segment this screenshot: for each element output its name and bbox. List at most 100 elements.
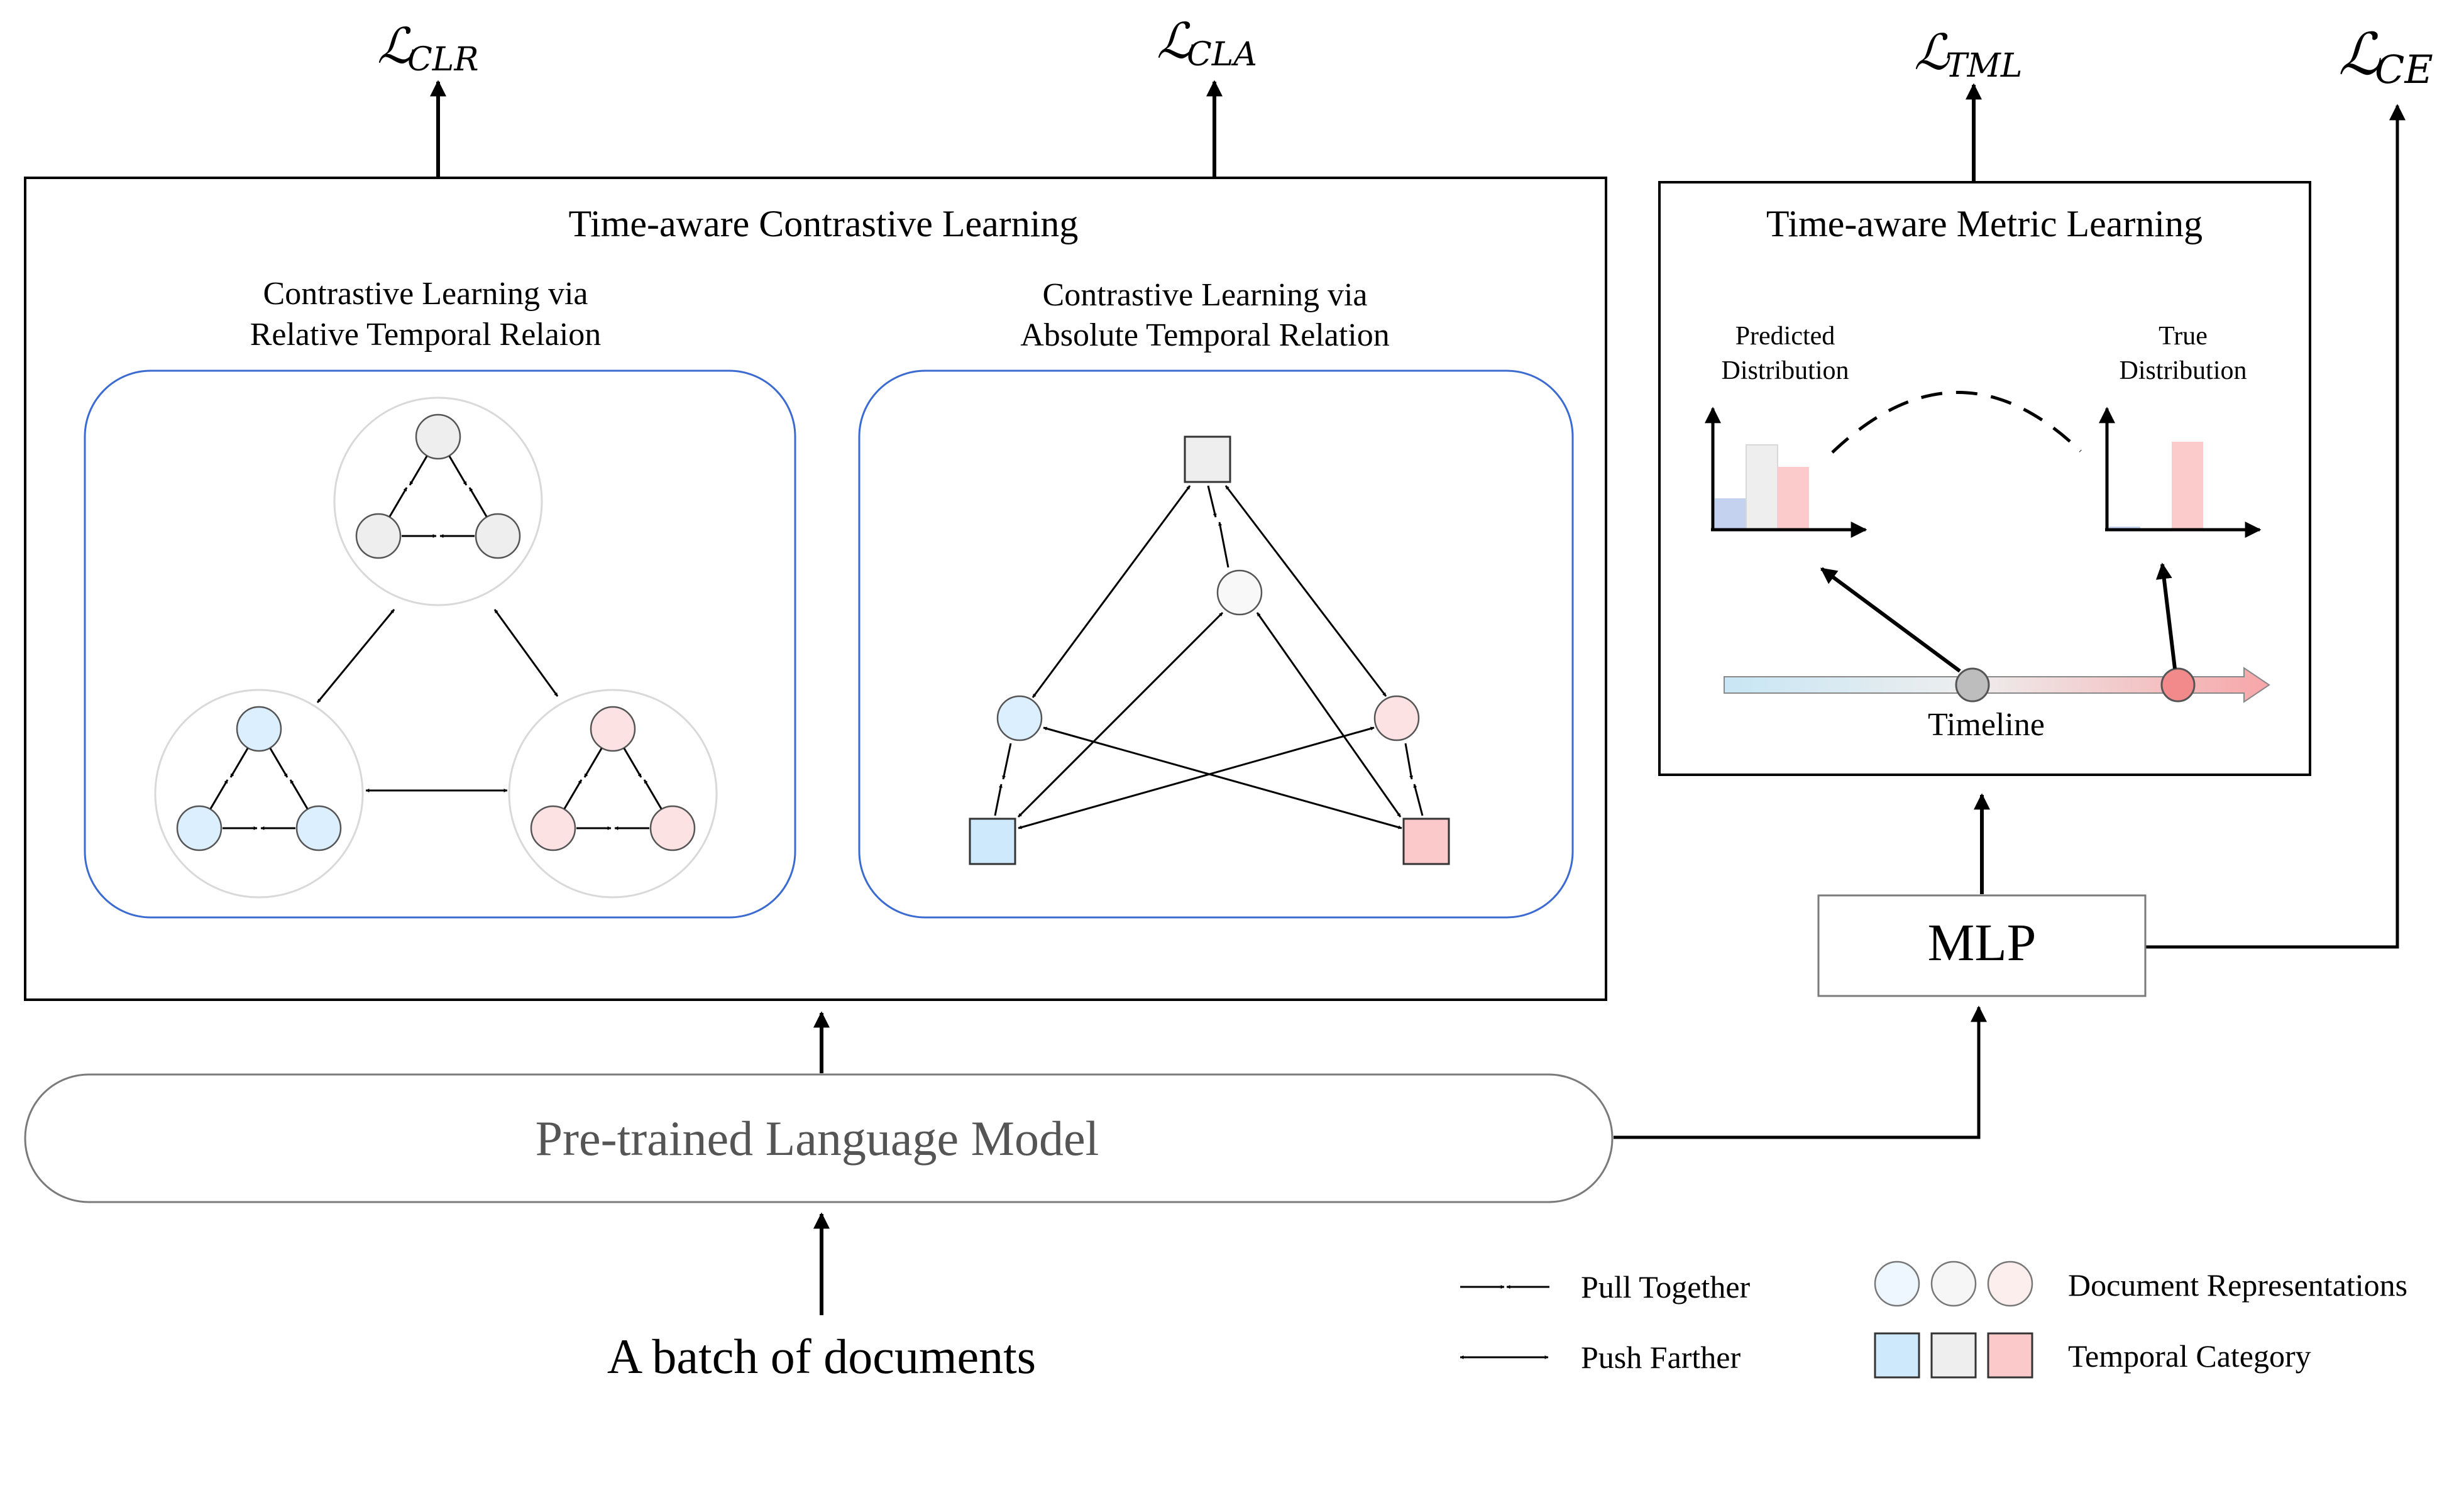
- legend-doc-gray: [1930, 1261, 1977, 1307]
- predicted-label-line2: Distribution: [1721, 356, 1849, 385]
- plm-box: [24, 1073, 1614, 1203]
- pull-arrow: [583, 748, 603, 778]
- legend: Pull Together Push Farther Document Repr…: [1460, 1261, 2407, 1379]
- doc-node: [355, 513, 402, 559]
- arrow-to-predicted: [1820, 567, 1961, 673]
- cluster-ring: [333, 396, 543, 606]
- pull-arrow: [448, 456, 468, 486]
- doc-node: [176, 805, 223, 851]
- legend-doc-red: [1987, 1261, 2033, 1307]
- loss-cla: ℒ CLA: [1157, 13, 1257, 74]
- arrow-mlp-to-ce: [2137, 104, 2406, 949]
- bar-blue: [1715, 498, 1746, 530]
- pull-arrow: [289, 779, 309, 809]
- metric-title: Time-aware Metric Learning: [1766, 203, 2203, 244]
- bar-red: [2172, 442, 2203, 530]
- true-label-line1: True: [2159, 322, 2208, 351]
- absolute-subtitle-line2: Absolute Temporal Relation: [1020, 317, 1390, 353]
- temporal-category-gray: [1184, 435, 1231, 483]
- predicted-label-line1: Predicted: [1735, 322, 1835, 351]
- relative-cluster-blue: [154, 689, 364, 899]
- push-arrow: [1031, 485, 1191, 698]
- predicted-time-point: [1955, 667, 1990, 703]
- relative-panel: [84, 369, 796, 919]
- legend-temporal-label: Temporal Category: [2068, 1338, 2311, 1374]
- true-distribution-chart: [2099, 407, 2262, 538]
- relative-subtitle-line1: Contrastive Learning via: [263, 276, 588, 312]
- doc-node: [649, 805, 696, 851]
- absolute-subtitle-line1: Contrastive Learning via: [1043, 277, 1368, 313]
- bar-red: [1778, 467, 1809, 530]
- push-arrow: [316, 609, 395, 703]
- plm-label: Pre-trained Language Model: [536, 1111, 1099, 1166]
- doc-node: [415, 413, 461, 460]
- doc-node: [236, 706, 282, 752]
- pull-arrow: [643, 779, 663, 809]
- loss-tml-symbol: ℒ: [1914, 25, 1950, 81]
- pull-arrow: [388, 487, 408, 517]
- loss-ce-symbol: ℒ: [2338, 21, 2381, 88]
- relative-cluster-red: [508, 689, 718, 899]
- doc-node-red: [1373, 695, 1420, 741]
- timeline-arrow: [1724, 667, 2270, 703]
- legend-cat-blue: [1874, 1332, 1920, 1379]
- relative-cluster-gray: [333, 396, 543, 606]
- mlp-box: [1817, 894, 2147, 997]
- true-time-point: [2160, 667, 2196, 703]
- doc-node: [590, 706, 636, 752]
- doc-node: [530, 805, 576, 851]
- loss-tml-sub: TML: [1945, 47, 2022, 85]
- legend-cat-red: [1987, 1332, 2033, 1379]
- pull-arrow: [229, 748, 249, 778]
- pull-arrow: [468, 487, 488, 517]
- legend-doc-label: Document Representations: [2068, 1267, 2407, 1303]
- legend-doc-blue: [1874, 1261, 1920, 1307]
- arrow-plm-to-mlp: [1614, 1005, 1987, 1139]
- push-arrow: [1017, 611, 1224, 818]
- loss-clr-sub: CLR: [407, 41, 478, 79]
- doc-node-gray: [1216, 569, 1263, 616]
- metric-box: [1658, 181, 2311, 776]
- mlp-label: MLP: [1928, 914, 2037, 972]
- distribution-distance-arc: [1831, 391, 2082, 454]
- legend-cat-gray: [1930, 1332, 1977, 1379]
- pull-arrow: [1002, 743, 1012, 780]
- temporal-category-red: [1402, 818, 1450, 865]
- contrastive-box: [24, 177, 1607, 1001]
- pull-arrow: [1218, 522, 1229, 568]
- loss-ce: ℒ CE: [2338, 21, 2433, 92]
- push-arrow: [1018, 726, 1375, 829]
- legend-pull-label: Pull Together: [1581, 1269, 1751, 1304]
- arrow-to-true: [2155, 562, 2177, 669]
- pull-arrow: [269, 748, 289, 778]
- pull-arrow: [623, 748, 642, 778]
- input-label: A batch of documents: [607, 1329, 1036, 1384]
- doc-node: [295, 805, 342, 851]
- pull-arrow: [994, 784, 1003, 816]
- predicted-distribution-chart: [1705, 407, 1867, 538]
- absolute-panel: [858, 369, 1574, 919]
- loss-clr-symbol: ℒ: [377, 18, 414, 75]
- contrastive-title: Time-aware Contrastive Learning: [569, 203, 1079, 244]
- legend-push-label: Push Farther: [1581, 1340, 1741, 1375]
- loss-cla-sub: CLA: [1187, 36, 1257, 74]
- pull-arrow: [1404, 743, 1414, 780]
- timeline-label: Timeline: [1928, 707, 2045, 743]
- pull-arrow: [563, 779, 583, 809]
- pull-arrow: [409, 456, 428, 486]
- loss-tml: ℒ TML: [1914, 25, 2022, 85]
- cluster-ring: [154, 689, 364, 899]
- pull-arrow: [1413, 784, 1424, 816]
- push-arrow: [493, 609, 559, 697]
- relative-subtitle-line2: Relative Temporal Relaion: [250, 317, 602, 353]
- temporal-category-blue: [969, 818, 1016, 865]
- loss-clr: ℒ CLR: [377, 18, 478, 79]
- bar-gray: [1746, 444, 1778, 530]
- doc-node-blue: [996, 695, 1043, 741]
- cluster-ring: [508, 689, 718, 899]
- loss-ce-sub: CE: [2375, 46, 2433, 92]
- pull-arrow: [209, 779, 229, 809]
- doc-node: [475, 513, 521, 559]
- loss-cla-symbol: ℒ: [1157, 13, 1193, 70]
